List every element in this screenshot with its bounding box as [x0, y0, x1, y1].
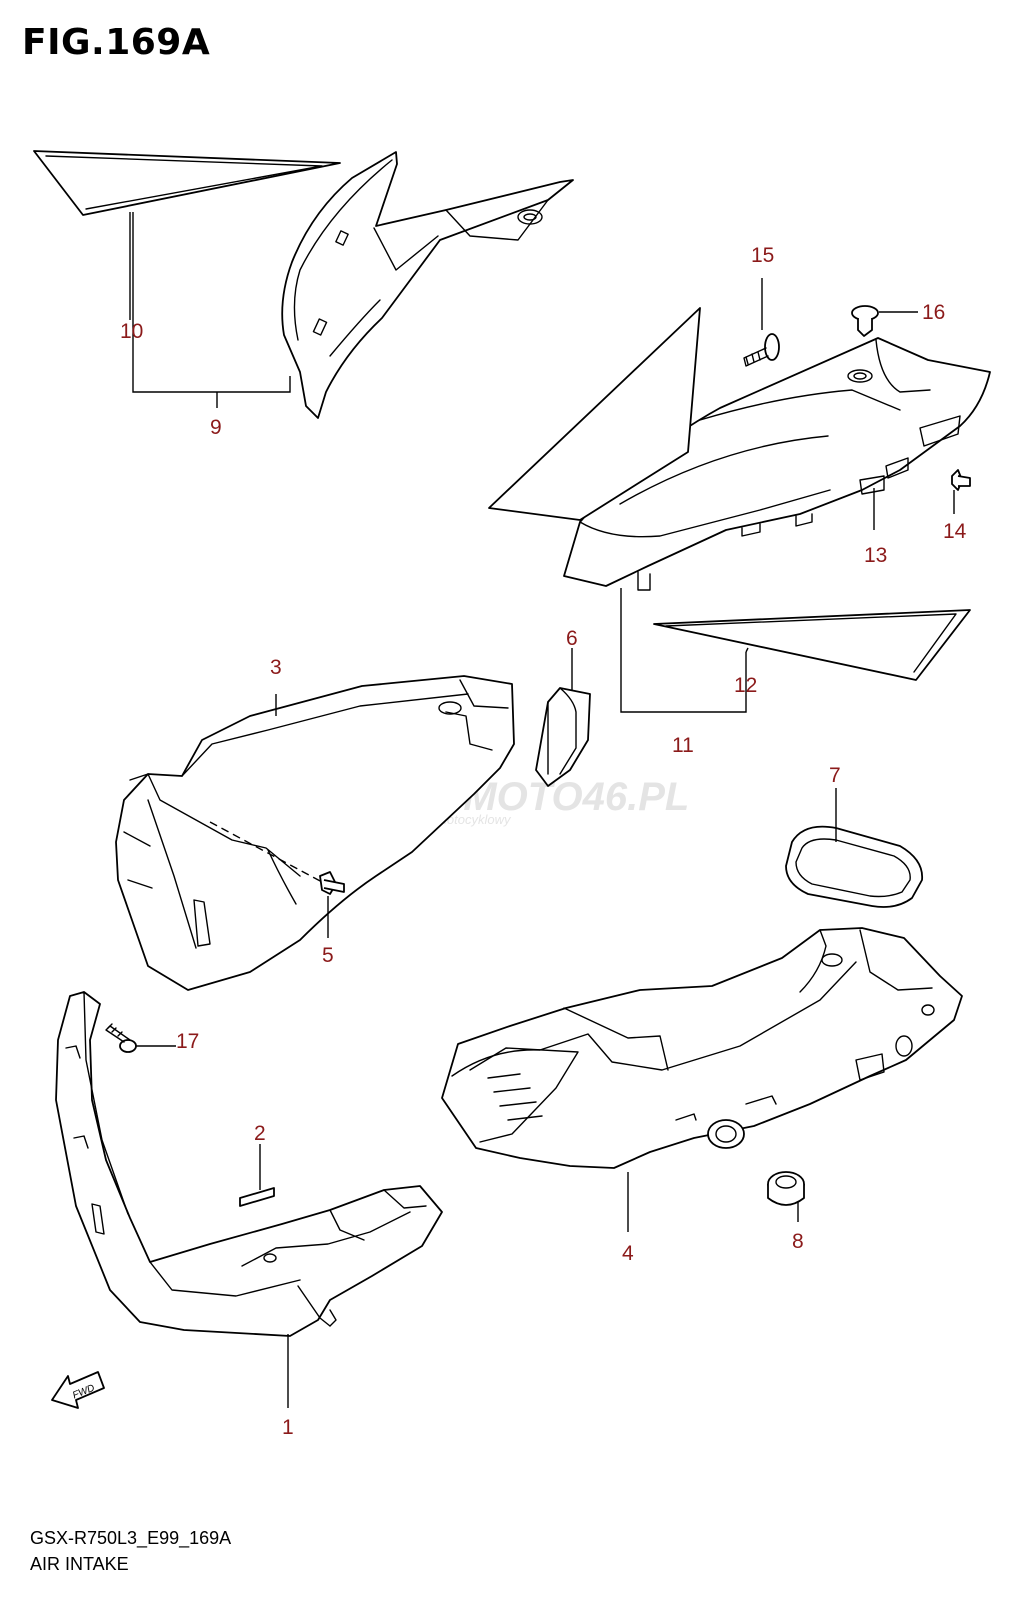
part-2-label [239, 1187, 275, 1207]
callout-9: 9 [210, 416, 222, 439]
callout-16: 16 [922, 301, 945, 324]
part-3-air-duct-left [115, 675, 515, 991]
part-9-intake-cover-left [281, 151, 574, 419]
callout-numbers: 10 9 15 16 14 13 3 6 12 11 7 5 17 2 4 8 … [120, 244, 967, 1439]
callout-2: 2 [254, 1122, 266, 1145]
callout-8: 8 [792, 1230, 804, 1253]
callout-12: 12 [734, 674, 757, 697]
part-5-bolt [209, 821, 345, 895]
figure-name: AIR INTAKE [30, 1554, 129, 1574]
callout-3: 3 [270, 656, 282, 679]
callout-14: 14 [943, 520, 967, 543]
part-17-screw [105, 1023, 137, 1053]
figure-code: GSX-R750L3_E99_169A [30, 1528, 232, 1548]
leader-11-12 [620, 588, 747, 713]
callout-5: 5 [322, 944, 334, 967]
leader-9-10 [132, 212, 291, 393]
callout-15: 15 [751, 244, 774, 267]
part-12-sticker-right [653, 609, 971, 681]
part-11-intake-cover-right [488, 307, 991, 591]
callout-1: 1 [282, 1416, 294, 1439]
callout-13: 13 [864, 544, 887, 567]
callout-7: 7 [829, 764, 841, 787]
part-10-sticker-left [33, 150, 341, 216]
part-14-clip [951, 469, 971, 491]
callout-6: 6 [566, 627, 578, 650]
part-6-duct-seal [535, 687, 591, 787]
part-4-air-duct-right [441, 927, 963, 1169]
callout-11: 11 [672, 734, 694, 757]
part-8-grommet [767, 1171, 805, 1206]
callout-4: 4 [622, 1242, 634, 1265]
part-1-lower-cover [55, 991, 443, 1337]
fwd-arrow-icon: FWD [51, 1371, 105, 1409]
part-7-seal-ring [785, 825, 923, 908]
figure-title: FIG.169A [22, 22, 211, 63]
part-15-screw [743, 333, 780, 367]
callout-10: 10 [120, 320, 143, 343]
leader-lines [129, 212, 955, 1408]
callout-17: 17 [176, 1030, 199, 1053]
part-16-clip [851, 305, 879, 337]
